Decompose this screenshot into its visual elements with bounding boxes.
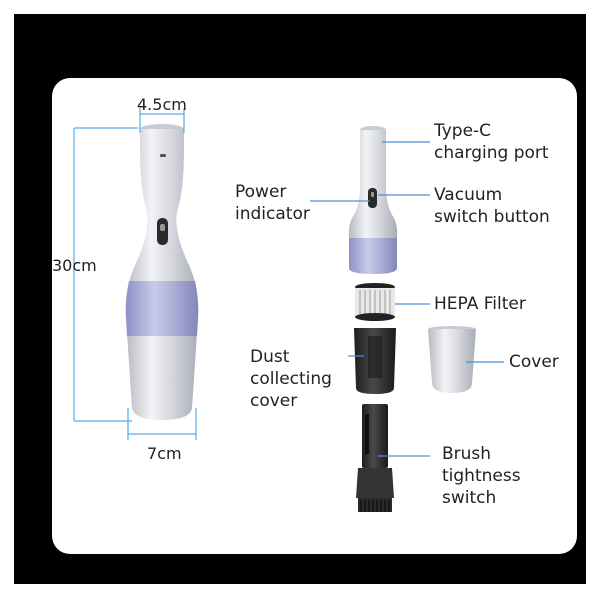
vacuum-switch-icon	[368, 188, 377, 208]
power-button-icon	[157, 218, 168, 245]
product-panel: 4.5cm 30cm 7cm Type-C charging port Powe…	[52, 78, 577, 554]
hepa-filter-part	[355, 283, 395, 321]
vacuum-full-body	[125, 124, 199, 420]
dust-cover-label: Dust collecting cover	[250, 347, 332, 411]
type-c-port-label: Type-C charging port	[434, 121, 549, 163]
brush-attachment-part	[356, 404, 394, 512]
height-label: 30cm	[52, 256, 97, 275]
outer-cover-part	[428, 326, 476, 393]
bottom-width-label: 7cm	[147, 444, 182, 463]
product-illustration	[73, 108, 504, 512]
hepa-filter-label: HEPA Filter	[434, 294, 526, 314]
outer-frame: 4.5cm 30cm 7cm Type-C charging port Powe…	[14, 14, 586, 584]
dimension-lines	[73, 108, 197, 440]
power-indicator-label: Power indicator	[235, 182, 310, 224]
cover-label: Cover	[509, 352, 559, 372]
vacuum-top-unit	[348, 126, 398, 274]
dust-collecting-cover-part	[354, 328, 396, 394]
brush-switch-label: Brush tightness switch	[442, 444, 521, 508]
vacuum-switch-label: Vacuum switch button	[434, 185, 550, 227]
top-width-label: 4.5cm	[137, 95, 187, 114]
callout-lines	[310, 141, 504, 457]
